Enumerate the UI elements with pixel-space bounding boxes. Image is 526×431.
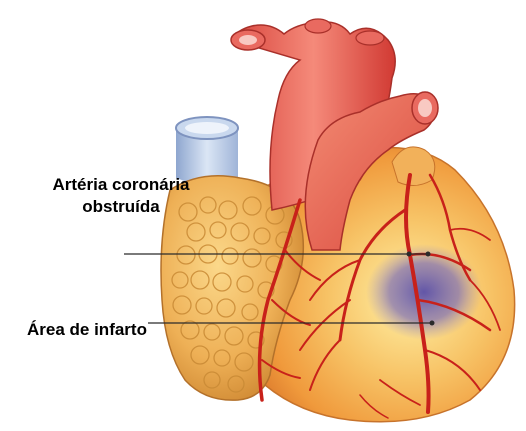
pulmonary-trunk [304, 91, 439, 251]
leader-lines [124, 251, 435, 326]
infarct-leader-dot [429, 320, 435, 326]
fat-lobules [171, 196, 293, 393]
artery-leader-dot-2 [425, 251, 431, 257]
left-auricle [391, 146, 436, 186]
artery-leader-dot-1 [406, 251, 412, 257]
coronary-arteries [257, 173, 501, 419]
vena-cava [175, 116, 239, 184]
label-obstructed-artery-line1: Artéria coronária [52, 175, 190, 194]
label-obstructed-artery: Artéria coronária obstruída [30, 174, 212, 218]
label-obstructed-artery-line2: obstruída [82, 197, 160, 216]
label-infarct-area: Área de infarto [27, 320, 147, 339]
infarct-zone [366, 244, 482, 340]
fat-tissue [160, 175, 305, 401]
